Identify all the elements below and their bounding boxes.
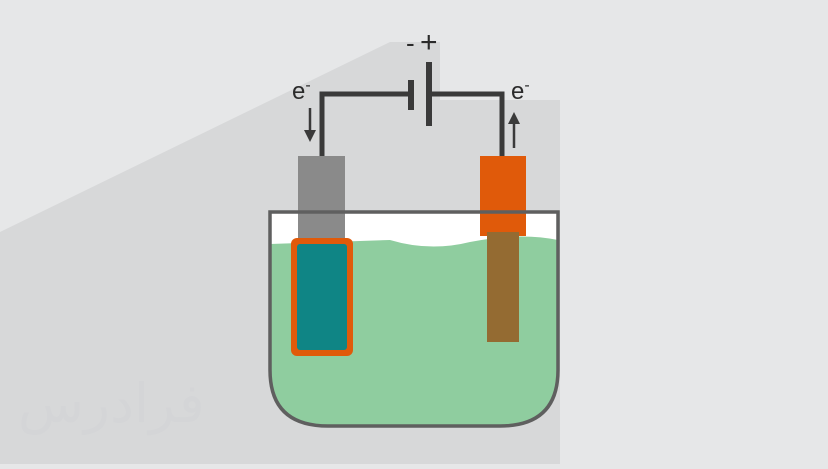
wire-left: [319, 91, 410, 158]
battery-negative-sign: -: [406, 28, 415, 58]
battery-positive-sign: +: [420, 26, 438, 59]
arrow-up-icon: [508, 112, 520, 148]
battery-positive-plate: [426, 62, 432, 126]
battery-icon: [408, 62, 432, 126]
cathode-plated-object: [297, 244, 347, 350]
electron-symbol-right: e: [511, 78, 525, 105]
wire-right: [430, 91, 505, 158]
cathode-holder: [298, 156, 345, 246]
electron-label-right: e-: [511, 77, 530, 106]
watermark-logo: فرادرس: [18, 372, 205, 435]
electron-charge-left: -: [305, 77, 311, 94]
arrow-down-icon: [304, 108, 316, 142]
anode-metal-bar: [487, 232, 519, 342]
electron-label-left: e-: [292, 77, 311, 106]
anode-holder: [480, 156, 526, 236]
battery-negative-plate: [408, 80, 414, 110]
electron-charge-right: -: [524, 77, 530, 94]
beaker-outline: [268, 210, 560, 428]
electron-symbol-left: e: [292, 78, 306, 105]
